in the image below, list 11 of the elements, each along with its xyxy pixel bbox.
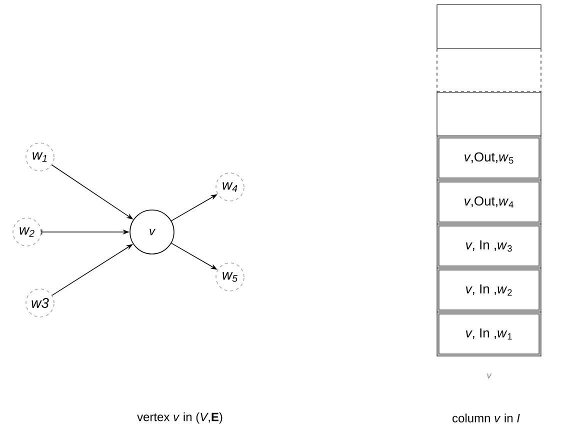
caption: vertex v in (V,E) [137, 412, 222, 424]
empty-cell [436, 4, 542, 49]
column-cell: v, In ,w$_{1}$ [436, 312, 542, 356]
column-cell: v,Out,w$_{5}$ [436, 136, 542, 180]
column-cell: v,Out,w$_{4}$ [436, 180, 542, 224]
column-cell: v, In ,w$_{3}$ [436, 224, 542, 268]
column-cell: v, In ,w$_{2}$ [436, 268, 542, 312]
caption: column v in I [452, 414, 520, 422]
empty-cell [436, 92, 542, 136]
empty-cell [436, 48, 542, 92]
column-label: v [487, 374, 492, 378]
